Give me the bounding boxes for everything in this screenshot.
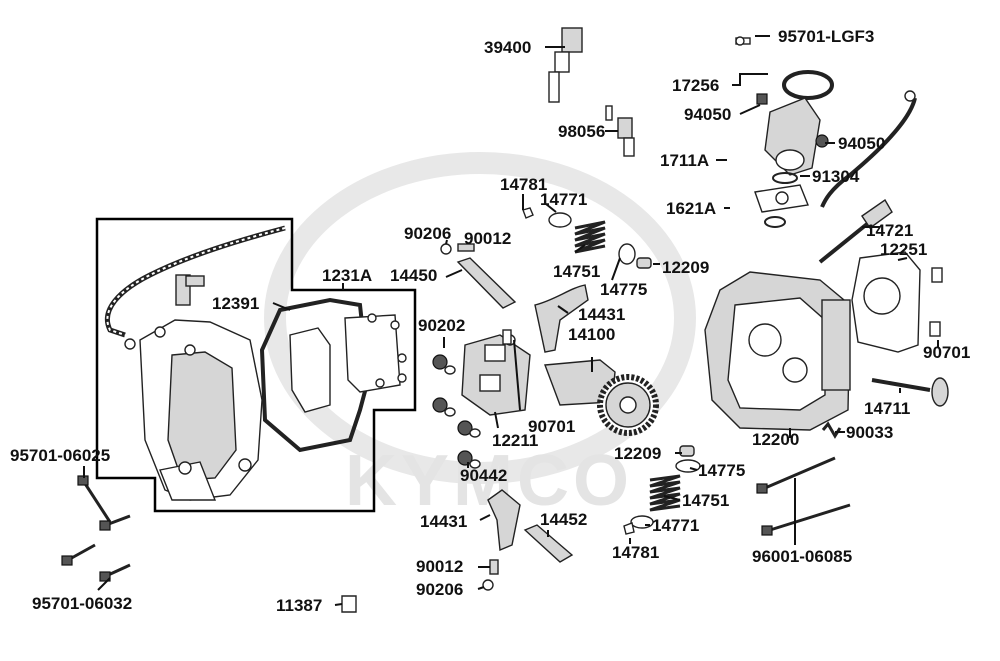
valve-spring-14751-upper: [574, 220, 606, 254]
dowel-pins-90701: [929, 267, 943, 337]
label-1231a: 1231A: [322, 266, 372, 285]
label-96001-06085: 96001-06085: [752, 547, 852, 566]
valve-cotter-14781-upper: [522, 207, 534, 219]
spark-plug-98056: [605, 105, 635, 157]
cylinder-head-cover: [139, 319, 263, 501]
rocker-shaft-14452: [523, 524, 574, 563]
vacuum-hose: [820, 90, 917, 208]
valve-seal-12209-lower: [679, 445, 695, 457]
spring-retainer-14771-lower: [630, 515, 654, 529]
screw-95701-lgf3: [735, 36, 751, 46]
head-cover-gasket: [259, 297, 371, 453]
label-12251: 12251: [880, 240, 927, 259]
label-14775-upper: 14775: [600, 280, 647, 299]
breather-fitting: [175, 274, 205, 306]
bolt-95701-06032: [61, 543, 131, 582]
valve-seal-12209-upper: [636, 257, 652, 269]
label-12200: 12200: [752, 430, 799, 449]
insulator-1621a: [754, 184, 809, 228]
label-14431-lower: 14431: [420, 512, 467, 531]
label-90012-upper: 90012: [464, 229, 511, 248]
stud-90012-upper: [457, 243, 475, 252]
label-1621a: 1621A: [666, 199, 716, 218]
valve-cotter-14781-lower: [623, 522, 635, 535]
spring-seat-14775-upper: [618, 243, 636, 265]
head-bolt-lower: [761, 503, 851, 536]
bolt-95701-06025: [77, 475, 131, 531]
valve-cover-seal-plate: [344, 313, 407, 393]
washers-90442: [444, 365, 481, 469]
camshaft-pins-90701: [502, 329, 512, 345]
label-90206-lower: 90206: [416, 580, 463, 599]
bolt-94050-b: [815, 134, 829, 148]
clip-11387: [341, 595, 357, 613]
intake-valve-14711: [871, 377, 949, 407]
rocker-arm-14431-lower: [487, 489, 521, 552]
svg-text:KYMCO: KYMCO: [345, 441, 633, 521]
leader-lines: [83, 35, 939, 606]
label-94050-a: 94050: [684, 105, 731, 124]
head-bolt-upper: [756, 456, 836, 494]
intake-clamp-17256: [782, 70, 834, 100]
label-90206-upper: 90206: [404, 224, 451, 243]
label-14452: 14452: [540, 510, 587, 529]
label-90012-lower: 90012: [416, 557, 463, 576]
head-gasket-12251: [851, 251, 921, 353]
nuts-90202: [432, 354, 473, 466]
label-91304: 91304: [812, 167, 860, 186]
intake-manifold-1711a: [764, 97, 821, 176]
label-98056: 98056: [558, 122, 605, 141]
label-14751-lower: 14751: [682, 491, 729, 510]
label-14431-upper: 14431: [578, 305, 625, 324]
label-95701-lgf3: 95701-LGF3: [778, 27, 874, 46]
label-14751-upper: 14751: [553, 262, 600, 281]
label-12209-upper: 12209: [662, 258, 709, 277]
label-95701-06032: 95701-06032: [32, 594, 132, 613]
label-14781-lower: 14781: [612, 543, 659, 562]
label-90701-right: 90701: [923, 343, 970, 362]
spring-retainer-14771-upper: [548, 212, 572, 228]
head-cover-group-outline: [95, 217, 417, 513]
part-labels: 39400 95701-LGF3 17256 94050 94050 98056…: [10, 27, 970, 615]
label-14781-upper: 14781: [500, 175, 547, 194]
label-14775-lower: 14775: [698, 461, 745, 480]
label-90442: 90442: [460, 466, 507, 485]
label-95701-06025: 95701-06025: [10, 446, 110, 465]
bolt-90206-upper: [440, 243, 452, 255]
label-14450: 14450: [390, 266, 437, 285]
cylinder-head-12200: [704, 271, 851, 431]
label-12209-lower: 12209: [614, 444, 661, 463]
stud-90012-lower: [489, 559, 499, 575]
label-90701-center: 90701: [528, 417, 575, 436]
bolt-94050-a: [756, 93, 768, 105]
hose-clip: [124, 338, 136, 350]
label-14771-upper: 14771: [540, 190, 587, 209]
o-ring-91304: [772, 172, 798, 184]
label-11387: 11387: [276, 596, 322, 615]
label-17256: 17256: [672, 76, 719, 95]
label-39400: 39400: [484, 38, 531, 57]
label-14721: 14721: [866, 221, 913, 240]
label-12211: 12211: [492, 431, 538, 450]
temp-sensor-39400: [548, 27, 583, 103]
bolt-90206-lower: [482, 579, 494, 591]
camshaft-14100: [544, 359, 659, 436]
label-1711a: 1711A: [660, 151, 709, 170]
label-94050-b: 94050: [838, 134, 885, 153]
rocker-arm-14431-upper: [534, 284, 589, 353]
label-90202: 90202: [418, 316, 465, 335]
dowel-90033: [821, 421, 842, 439]
label-14711: 14711: [864, 399, 910, 418]
label-90033: 90033: [846, 423, 893, 442]
label-14771-lower: 14771: [652, 516, 699, 535]
valve-spring-14751-lower: [649, 474, 681, 512]
breather-hose: [104, 225, 286, 338]
label-14100: 14100: [568, 325, 615, 344]
label-12391: 12391: [212, 294, 259, 313]
rocker-shaft-14450: [456, 257, 517, 309]
